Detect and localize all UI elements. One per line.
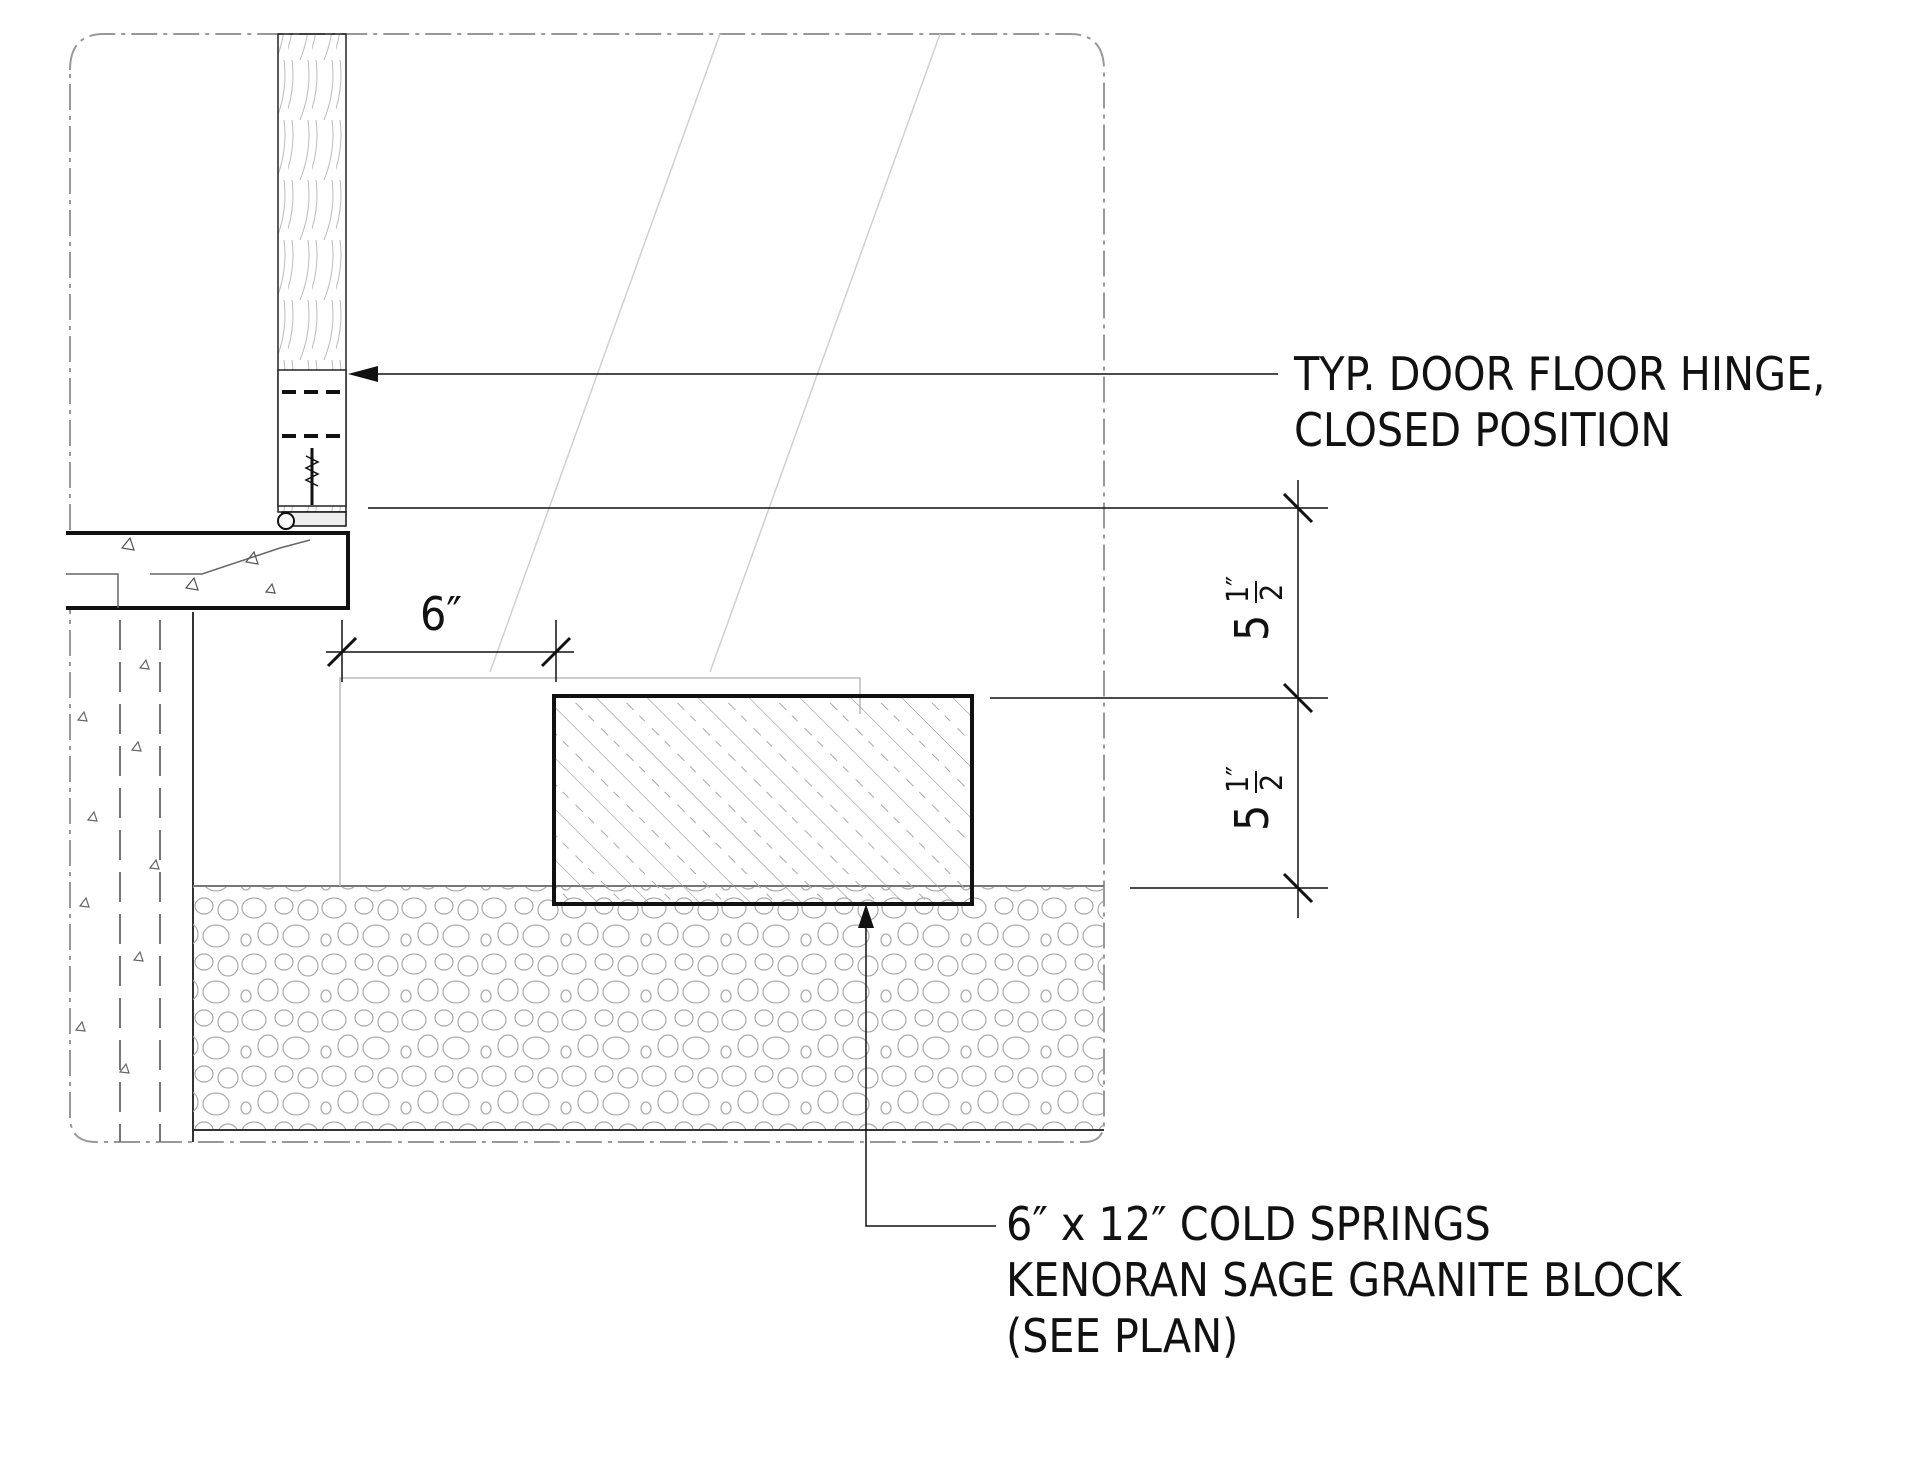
dimension-horizontal-label: 6″	[420, 587, 462, 641]
dim-upper-num: 1″	[1221, 576, 1256, 603]
glass-reflection-lines	[489, 33, 941, 673]
foundation-wall	[74, 612, 194, 1142]
granite-callout-line3: (SEE PLAN)	[1006, 1309, 1238, 1363]
dimension-vertical	[368, 480, 1328, 918]
concrete-threshold	[66, 531, 350, 610]
dim-upper-den: 2	[1255, 584, 1290, 601]
hinge-callout-line1: TYP. DOOR FLOOR HINGE,	[1293, 347, 1825, 401]
detail-boundary	[69, 33, 1105, 1143]
dim-upper-whole: 5	[1225, 615, 1279, 641]
hinge-callout-line2: CLOSED POSITION	[1294, 403, 1671, 457]
dim-lower-num: 1″	[1221, 766, 1256, 793]
gravel-base	[193, 885, 1104, 1131]
dimension-horizontal	[326, 620, 574, 682]
floor-hinge	[277, 390, 347, 530]
hinge-leader	[348, 366, 1278, 382]
dim-lower-den: 2	[1255, 774, 1290, 791]
granite-callout-line2: KENORAN SAGE GRANITE BLOCK	[1006, 1253, 1683, 1307]
granite-leader	[858, 904, 996, 1227]
dim-lower-whole: 5	[1225, 805, 1279, 831]
dimension-lower-label: 5 1″ 2	[1221, 766, 1290, 831]
dimension-upper-label: 5 1″ 2	[1221, 576, 1290, 641]
granite-block	[552, 694, 974, 906]
door-leaf	[277, 33, 347, 513]
granite-callout-line1: 6″ x 12″ COLD SPRINGS	[1006, 1197, 1491, 1251]
